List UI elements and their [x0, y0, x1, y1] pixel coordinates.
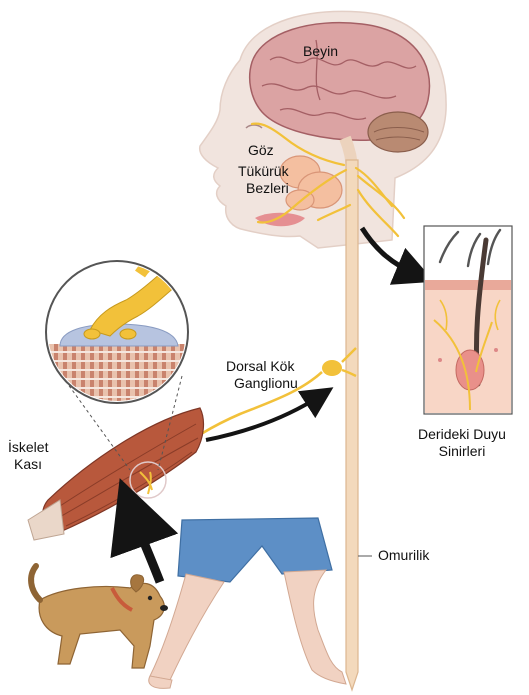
- spinal-cord: [346, 160, 358, 690]
- label-spinal-cord: Omurilik: [378, 547, 429, 564]
- arrow-to-muscle: [132, 512, 160, 582]
- dog: [31, 566, 168, 668]
- label-eye: Göz: [248, 142, 274, 159]
- label-muscle-line1: İskelet: [8, 439, 48, 456]
- arrow-to-ganglion: [206, 396, 320, 440]
- skeletal-muscle: [28, 408, 203, 540]
- skin-inset: [424, 226, 512, 414]
- label-salivary-glands: Tükürük Bezleri: [238, 163, 289, 197]
- label-skeletal-muscle: İskelet Kası: [8, 439, 48, 473]
- label-salivary-line1: Tükürük: [238, 163, 289, 180]
- label-drg-line2: Ganglionu: [226, 375, 298, 392]
- label-skin-nerves: Derideki Duyu Sinirleri: [406, 426, 518, 460]
- person-legs: [149, 518, 346, 688]
- label-muscle-line2: Kası: [8, 456, 48, 473]
- label-drg-line1: Dorsal Kök: [226, 358, 298, 375]
- label-dorsal-root-ganglion: Dorsal Kök Ganglionu: [226, 358, 298, 392]
- label-skin-nerves-line2: Sinirleri: [406, 443, 518, 460]
- label-brain: Beyin: [303, 43, 338, 60]
- label-skin-nerves-line1: Derideki Duyu: [406, 426, 518, 443]
- label-salivary-line2: Bezleri: [238, 180, 289, 197]
